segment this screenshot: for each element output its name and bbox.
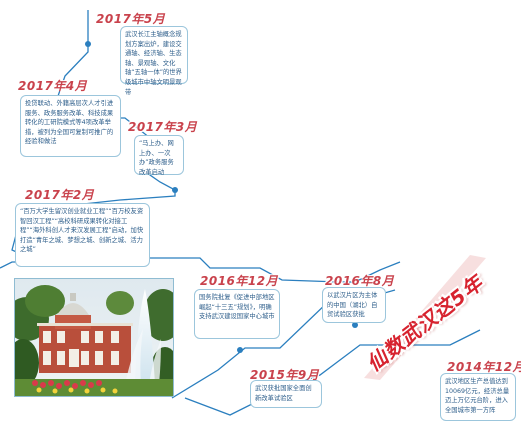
date-label-2017-05: 2017年5月 <box>96 12 166 26</box>
building-photo <box>14 278 174 397</box>
date-label-2016-08: 2016年8月 <box>325 274 395 288</box>
event-box-2017-03: “马上办、网上办、一次办”政务服务改革启动 <box>134 135 184 176</box>
event-box-2016-12: 国务院批复《促进中部地区崛起“十三五”规划》，明确支持武汉建设国家中心城市 <box>194 289 280 339</box>
timeline-node <box>237 347 243 353</box>
date-label-2017-02: 2017年2月 <box>25 188 95 202</box>
event-box-2015-09: 武汉获批国家全面创新改革试验区 <box>250 380 322 408</box>
event-box-2017-05: 武汉长江主轴概念规划方案出炉，建设交通轴、经济轴、生态轴、景观轴、文化轴“五轴一… <box>120 26 188 96</box>
date-label-2016-12: 2016年12月 <box>200 274 279 288</box>
event-box-2017-04: 投贷联动、外籍高层次人才引进服务、政务服务改革、科技成果转化的工研院模式等4项改… <box>20 95 121 157</box>
date-label-2017-04: 2017年4月 <box>18 79 88 93</box>
building-photo-illustration <box>15 279 173 396</box>
event-box-2016-08: 以武汉片区为主体的中国（湖北）自贸试验区获批 <box>322 287 386 323</box>
timeline-node <box>352 322 358 328</box>
date-label-2015-09: 2015年9月 <box>250 368 320 382</box>
event-box-2017-02: “百万大学生留汉创业就业工程”“百万校友资智回汉工程”“高校科研成果转化对接工程… <box>15 203 150 267</box>
timeline-node <box>85 41 91 47</box>
timeline-path-bottom <box>184 329 481 416</box>
timeline-node <box>172 187 178 193</box>
date-label-2014-12: 2014年12月 <box>447 360 521 374</box>
headline-ribbon <box>364 255 486 380</box>
date-label-2017-03: 2017年3月 <box>128 120 198 134</box>
event-box-2014-12: 武汉地区生产总值达到10069亿元，经济总量迈上万亿元台阶，进入全国城市第一方阵 <box>440 373 516 421</box>
